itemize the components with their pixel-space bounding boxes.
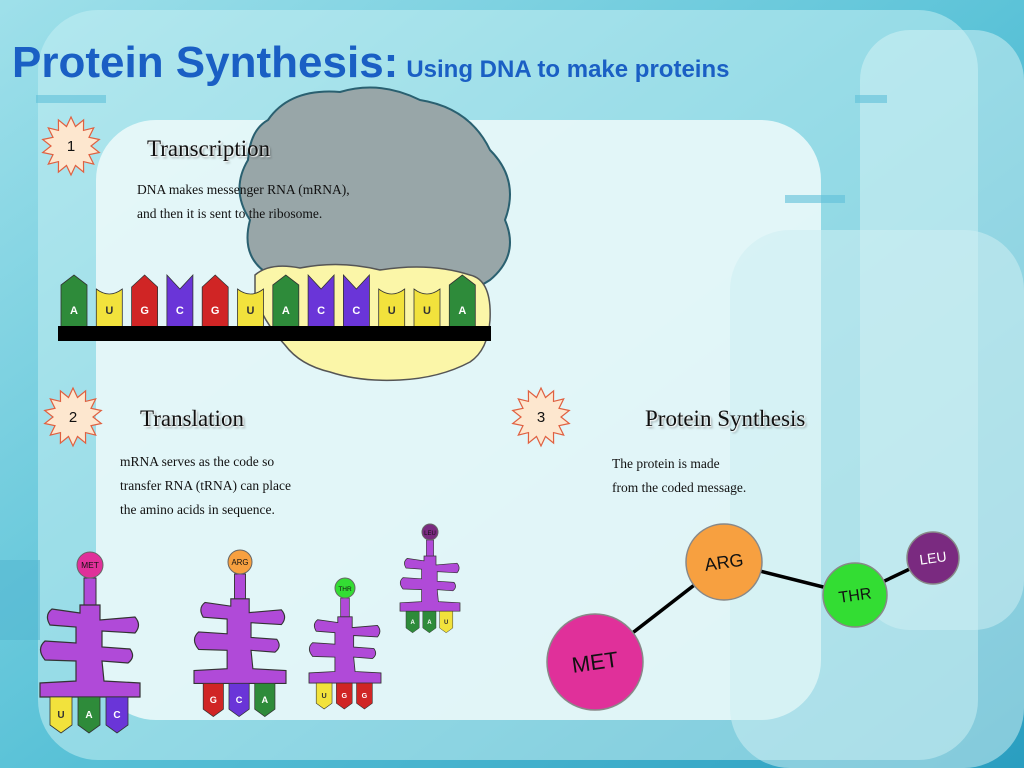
anticodon-base-label: U (444, 620, 448, 626)
step-3-badge: 3 (511, 386, 571, 448)
trna-body (308, 616, 382, 684)
step-1-heading: Transcription (147, 136, 271, 161)
chain-node-label: THR (838, 585, 873, 606)
anticodon-base-label: G (362, 691, 368, 700)
anticodon-base (254, 683, 276, 718)
step-3-description: The protein is made from the coded messa… (612, 452, 746, 500)
title-main: Protein Synthesis: (12, 38, 399, 87)
trna-body (39, 604, 141, 698)
anticodon-base-label: A (427, 620, 432, 626)
step-2-line: the amino acids in sequence. (120, 502, 275, 517)
anticodon-base (439, 610, 454, 634)
anticodon-base (202, 683, 224, 718)
step-2-line: mRNA serves as the code so (120, 454, 275, 469)
slide-title: Protein Synthesis: Using DNA to make prot… (12, 38, 729, 88)
step-1-badge: 1 (41, 115, 101, 177)
step-1-description: DNA makes messenger RNA (mRNA), and then… (137, 178, 350, 226)
anticodon-base (422, 610, 437, 634)
mrna-base-label: C (352, 305, 360, 317)
mrna-base-U (413, 288, 441, 329)
step-2-number: 2 (69, 409, 77, 426)
anticodon-base-label: A (85, 710, 92, 721)
anticodon-base (77, 696, 101, 734)
step-1-line: and then it is sent to the ribosome. (137, 206, 323, 221)
anticodon-base (228, 683, 250, 718)
anticodon-base (336, 682, 353, 710)
chain-node-arg (685, 523, 763, 601)
chain-node-label: LEU (918, 548, 947, 568)
anticodon-base-label: G (341, 691, 347, 700)
mrna-base-U (378, 288, 406, 329)
amino-acid-label: MET (81, 560, 99, 570)
step-1-line: DNA makes messenger RNA (mRNA), (137, 182, 350, 197)
anticodon-base (356, 682, 373, 710)
anticodon-base (315, 682, 333, 710)
anticodon-base (49, 696, 73, 734)
mrna-base-U (237, 288, 264, 329)
amino-acid-met (76, 551, 104, 579)
mrna-base-label: U (388, 305, 396, 317)
step-3-number: 3 (537, 409, 545, 426)
chain-node-thr (822, 562, 888, 628)
amino-acid-label: THR (338, 586, 352, 593)
chain-node-met (546, 613, 644, 711)
amino-acid-arg (227, 549, 253, 575)
anticodon-base-label: U (322, 691, 327, 700)
anticodon-base (405, 610, 420, 634)
step-2-description: mRNA serves as the code so transfer RNA … (120, 450, 291, 522)
mrna-base-label: G (140, 305, 149, 317)
mrna-backbone (58, 326, 491, 341)
step-2-line: transfer RNA (tRNA) can place (120, 478, 291, 493)
trna-body (193, 598, 287, 684)
anticodon-base-label: U (57, 710, 64, 721)
chain-node-leu (906, 531, 960, 585)
anticodon-base-label: C (236, 695, 243, 705)
amino-acid-label: LEU (424, 531, 436, 537)
trna-body (399, 555, 461, 612)
mrna-base-label: C (317, 305, 325, 317)
anticodon-base-label: G (210, 695, 217, 705)
anticodon-base-label: C (113, 710, 120, 721)
mrna-base-label: U (247, 305, 255, 317)
anticodon-base (105, 696, 129, 734)
mrna-base-label: G (211, 305, 220, 317)
mrna-base-label: A (70, 305, 78, 317)
amino-acid-thr (334, 577, 356, 599)
step-2-badge: 2 (43, 386, 103, 448)
mrna-base-U (95, 288, 123, 329)
mrna-base-label: C (176, 305, 184, 317)
step-1-number: 1 (67, 138, 75, 155)
amino-acid-label: ARG (232, 558, 249, 567)
amino-acid-leu (421, 523, 439, 541)
mrna-base-label: A (282, 305, 290, 317)
anticodon-base-label: A (410, 620, 415, 626)
title-subtitle: Using DNA to make proteins (406, 56, 730, 83)
step-2-heading: Translation (140, 406, 244, 431)
step-3-line: from the coded message. (612, 480, 747, 495)
step-3-line: The protein is made (612, 456, 720, 471)
mrna-base-label: U (423, 305, 431, 317)
mrna-base-label: U (105, 305, 113, 317)
step-3-heading: Protein Synthesis (645, 406, 806, 431)
mrna-base-label: A (458, 305, 466, 317)
anticodon-base-label: A (262, 695, 269, 705)
